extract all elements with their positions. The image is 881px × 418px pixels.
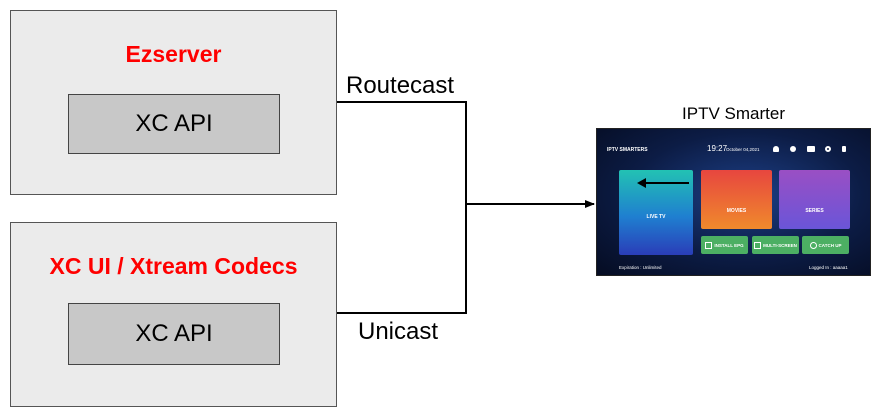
movies-tile[interactable]: MOVIES (701, 170, 772, 229)
tile-label: MULTI-SCREEN (763, 242, 797, 248)
epg-icon (705, 241, 713, 249)
grid-icon (754, 241, 762, 249)
multi-screen-tile[interactable]: MULTI-SCREEN (752, 236, 799, 254)
tile-label: CATCH UP (818, 242, 842, 248)
tile-label: LIVE TV (646, 214, 666, 220)
iptv-screenshot: IPTV SMARTERS 19:27 October 04,2021 LIVE… (596, 128, 871, 276)
tile-label: MOVIES (726, 208, 747, 214)
server-title: XC UI / Xtream Codecs (49, 253, 298, 279)
logged-in-text: Logged In : aaaaa1 (809, 265, 848, 270)
tile-label: INSTALL EPG (714, 242, 744, 248)
series-tile[interactable]: SERIES (779, 170, 850, 229)
server-title: Ezserver (125, 41, 222, 67)
bell-icon[interactable] (773, 146, 779, 152)
routecast-label: Routecast (346, 72, 455, 99)
gear-icon[interactable] (825, 146, 831, 152)
clock-date: October 04,2021 (726, 147, 760, 152)
user-icon[interactable] (790, 146, 796, 152)
switch-icon[interactable] (842, 146, 846, 152)
expiration-text: Expiration : Unlimited (619, 265, 662, 270)
left-arrow-icon (637, 178, 689, 188)
client-caption: IPTV Smarter (682, 104, 785, 123)
app-logo: IPTV SMARTERS (607, 147, 648, 153)
video-icon[interactable] (807, 146, 815, 152)
catch-up-tile[interactable]: CATCH UP (802, 236, 849, 254)
install-epg-tile[interactable]: INSTALL EPG (701, 236, 748, 254)
xc-api-box: XC API (68, 94, 280, 154)
clock-icon (809, 241, 817, 249)
unicast-line (337, 204, 467, 314)
clock-time: 19:27 (707, 144, 728, 153)
tile-label: SERIES (805, 208, 824, 214)
live-tv-tile[interactable]: LIVE TV (619, 170, 693, 255)
xc-api-box: XC API (68, 303, 280, 365)
server-panel-ezserver: Ezserver XC API (10, 10, 337, 195)
server-panel-xc-ui: XC UI / Xtream Codecs XC API (10, 222, 337, 407)
unicast-label: Unicast (358, 318, 439, 345)
routecast-line (337, 101, 467, 204)
